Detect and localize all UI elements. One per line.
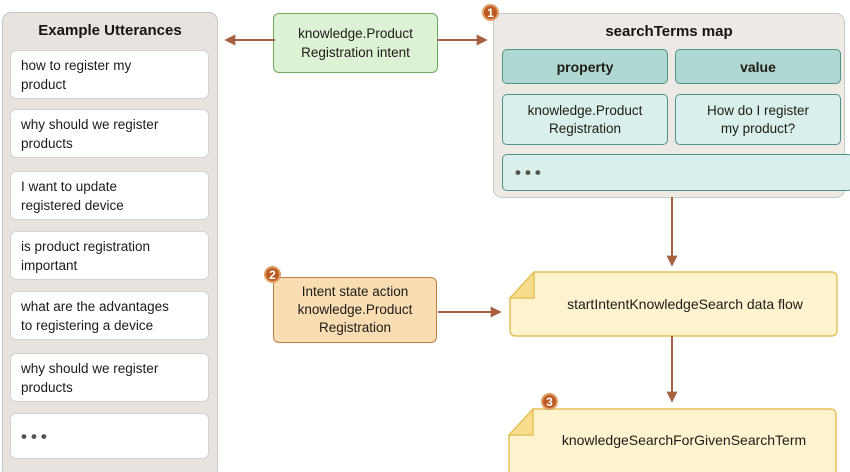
utterance-text: how to register my product [21,57,132,92]
utterance-text: why should we register products [21,360,159,395]
utterance-card: I want to update registered device [10,171,209,220]
example-utterances-title: Example Utterances [38,22,182,39]
utterance-card: is product registration important [10,231,209,280]
ellipsis-row: ••• [502,154,850,191]
note-shape [507,408,837,472]
utterance-text: why should we register products [21,116,159,151]
search-term-note-label: knowledgeSearchForGivenSearchTerm [561,432,807,448]
note-shape [508,271,838,337]
utterance-card: why should we register products [10,109,209,158]
cell-property: knowledge.Product Registration [502,94,668,145]
step-3-badge: 3 [541,393,558,410]
folded-corner-icon [507,408,534,436]
step-2-badge: 2 [264,266,281,283]
ellipsis-icon: ••• [515,162,545,182]
utterance-card: why should we register products [10,353,209,402]
ellipsis-icon: ••• [21,426,51,446]
folded-corner-icon [508,271,535,299]
cell-value: How do I register my product? [675,94,841,145]
data-flow-note-label: startIntentKnowledgeSearch data flow [567,296,803,312]
column-header-property: property [502,49,668,84]
utterance-card: how to register my product [10,50,209,99]
search-terms-panel: searchTerms map property value knowledge… [493,13,850,198]
action-box: Intent state action knowledge.Product Re… [273,277,437,343]
search-terms-title: searchTerms map [605,23,733,40]
action-box-label: Intent state action knowledge.Product Re… [297,284,413,335]
cell-property-text: knowledge.Product Registration [527,102,643,136]
search-term-note: knowledgeSearchForGivenSearchTerm [506,408,837,472]
data-flow-note: startIntentKnowledgeSearch data flow [507,271,838,337]
column-header-value: value [675,49,841,84]
intent-box: knowledge.Product Registration intent [273,13,438,73]
step-1-badge: 1 [482,4,499,21]
cell-value-text: How do I register my product? [706,102,810,136]
utterance-text: what are the advantages to registering a… [21,298,169,333]
utterance-card-ellipsis: ••• [10,413,209,459]
utterance-text: I want to update registered device [21,178,124,213]
utterance-card: what are the advantages to registering a… [10,291,209,340]
intent-box-label: knowledge.Product Registration intent [298,26,413,60]
example-utterances-panel: Example Utterances how to register my pr… [2,12,218,472]
utterance-text: is product registration important [21,238,151,273]
